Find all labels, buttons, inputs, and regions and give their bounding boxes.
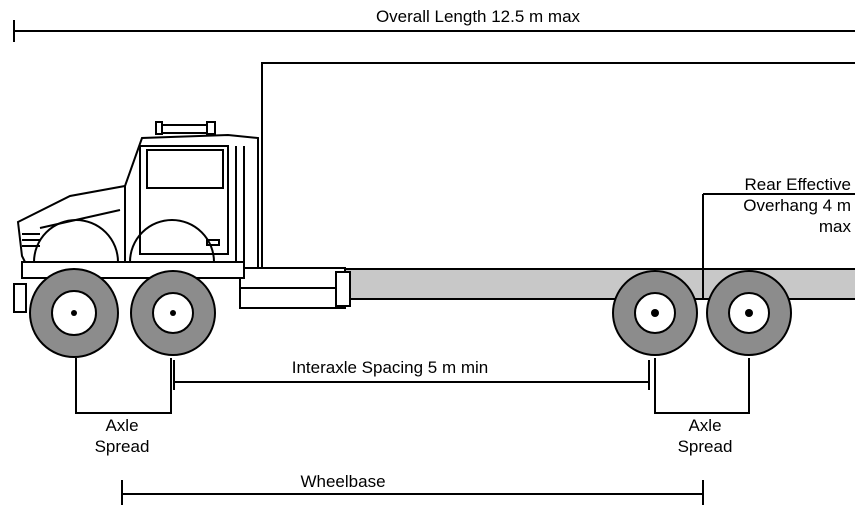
overall-length-label: Overall Length 12.5 m max [376, 7, 581, 26]
trailer-rear-wheel [706, 270, 792, 356]
overall-length-dimension: Overall Length 12.5 m max [13, 7, 855, 42]
front-axle-spread-dimension: Axle Spread [75, 358, 172, 456]
front-axle-spread-label-1: Axle [105, 416, 138, 435]
rear-overhang-label-1: Rear Effective [745, 175, 851, 194]
front-steer-wheel [29, 268, 119, 358]
rear-overhang-label-3: max [819, 217, 852, 236]
drive-wheel [130, 270, 216, 356]
wheelbase-dimension: Wheelbase [121, 472, 704, 505]
rear-overhang-dimension: Rear Effective Overhang 4 m max [702, 175, 855, 300]
interaxle-spacing-dimension: Interaxle Spacing 5 m min [173, 358, 650, 390]
rear-overhang-label-2: Overhang 4 m [743, 196, 851, 215]
front-axle-spread-label-2: Spread [95, 437, 150, 456]
interaxle-spacing-label: Interaxle Spacing 5 m min [292, 358, 489, 377]
trailer-front-wheel [612, 270, 698, 356]
cargo-box [261, 62, 855, 270]
wheelbase-label: Wheelbase [300, 472, 385, 491]
truck-cab [13, 121, 351, 313]
rear-axle-spread-label-1: Axle [688, 416, 721, 435]
rear-axle-spread-label-2: Spread [678, 437, 733, 456]
rear-axle-spread-dimension: Axle Spread [654, 358, 750, 456]
